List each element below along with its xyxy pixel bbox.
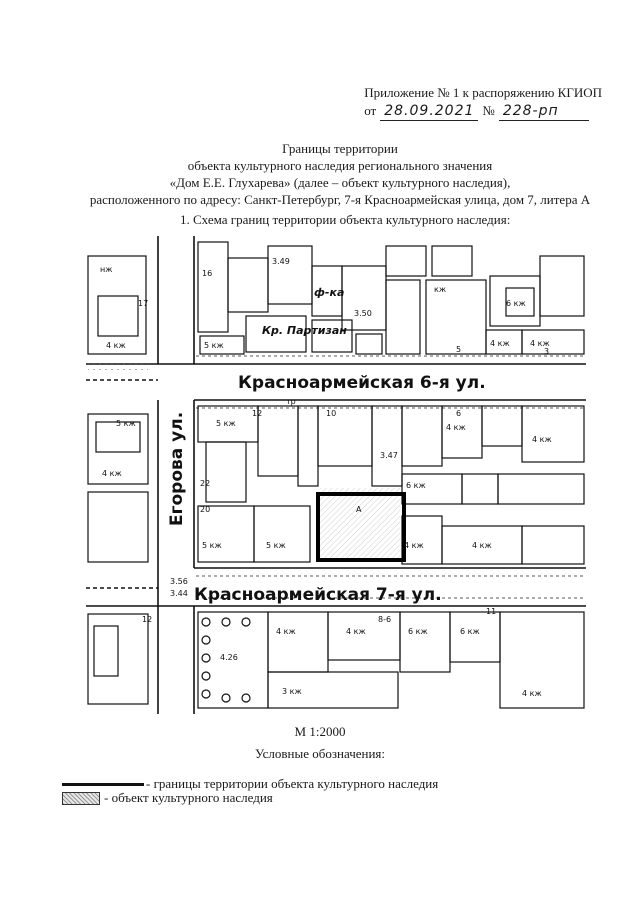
map-label-tr: тр [286,397,296,406]
legend-object-text: - объект культурного наследия [104,790,273,805]
map-label-344: 3.44 [170,589,188,598]
map-label-fka: ф-ка [314,286,344,299]
from-label: от [364,103,377,118]
map-label-4kzh-d: 4 кж [102,469,122,478]
map-label-10: 10 [326,409,336,418]
map-label-16: 16 [202,269,212,278]
map-label-4kzh-c: 4 кж [490,339,510,348]
order-number: 228-рп [498,102,589,121]
title-line-2: объекта культурного наследия регионально… [187,158,493,173]
legend-object-row: - объект культурного наследия [62,790,273,806]
map-label-8-6: 8-6 [378,615,391,624]
map-label-6kzh-d: 6 кж [460,627,480,636]
map-label-426: 4.26 [220,653,238,662]
appendix-date-row: от 28.09.2021 № 228-рп [364,102,602,121]
section-heading: 1. Схема границ территории объекта культ… [180,212,511,227]
legend-object-swatch [62,791,100,805]
title-line-1: Границы территории [282,141,398,156]
map-label-6kzh-b: 6 кж [406,481,426,490]
map-label-4kzh-e: 4 кж [404,541,424,550]
heritage-object [320,488,400,562]
map-label-5kzh-b: 5 кж [216,419,236,428]
map-label-17: 17 [138,299,148,308]
hatched-strip [88,360,148,370]
map-label-3kzh: 3 кж [282,687,302,696]
map-label-356: 3.56 [170,577,188,586]
map-scale: М 1:2000 [294,724,346,739]
territory-boundary [316,492,406,562]
map-label-4kzh-h: 4 кж [532,435,552,444]
map-label-4kzh-i: 4 кж [346,627,366,636]
legend-title: Условные обозначения: [254,746,386,761]
street-7th-label: Красноармейская 7-я ул. [194,585,442,605]
map-label-nzh: нж [100,265,112,274]
map-label-4kzh-k: 4 кж [522,689,542,698]
map-label-350: 3.50 [354,309,372,318]
map-label-4kzh-a: 4 кж [106,341,126,350]
title-line-4: расположенного по адресу: Санкт-Петербур… [89,192,591,207]
map-label-12b: 12 [142,615,152,624]
map-label-4kzh-g: 4 кж [446,423,466,432]
map-label-3: 3 [544,347,549,356]
map-label-6kzh-a: 6 кж [506,299,526,308]
map-label-22: 22 [200,479,210,488]
map-label-5kzh-d: 5 кж [202,541,222,550]
map-svg: Красноармейская 6-я ул. Красноармейская … [86,236,586,714]
map-label-object-letter: А [356,505,362,514]
map-label-349: 3.49 [272,257,290,266]
map-label-6: 6 [456,409,461,418]
map-label-5kzh-c: 5 кж [116,419,136,428]
street-egorova-band [158,236,194,714]
title-line-3: «Дом Е.Е. Глухарева» (далее – объект кул… [169,175,511,190]
map-label-20: 20 [200,505,210,514]
number-label: № [482,103,495,118]
map-label-4kzh-j: 4 кж [276,627,296,636]
appendix-line: Приложение № 1 к распоряжению КГИОП [364,85,602,100]
map-label-partizan: Кр. Партизан [262,324,347,337]
map-label-347: 3.47 [380,451,398,460]
street-6th-label: Красноармейская 6-я ул. [238,373,486,393]
map-label-4kzh-f: 4 кж [472,541,492,550]
legend-boundary-text: - границы территории объекта культурного… [146,776,439,791]
boundary-map: Красноармейская 6-я ул. Красноармейская … [86,236,586,714]
order-date: 28.09.2021 [380,102,479,121]
appendix-block: Приложение № 1 к распоряжению КГИОП от 2… [364,84,602,121]
document-title: Границы территории объекта культурного н… [60,140,620,208]
map-label-5kzh-e: 5 кж [266,541,286,550]
legend-boundary-row: - границы территории объекта культурного… [62,776,438,792]
map-label-12: 12 [252,409,262,418]
legend-boundary-swatch [62,782,144,786]
map-label-kzh: кж [434,285,446,294]
map-label-5: 5 [456,345,461,354]
map-label-4kzh-b: 4 кж [530,339,550,348]
bottom-left-circles [201,617,251,703]
map-label-6kzh-c: 6 кж [408,627,428,636]
map-label-5kzh-a: 5 кж [204,341,224,350]
street-egorova-label: Егорова ул. [167,412,187,526]
map-label-11: 11 [486,607,496,616]
